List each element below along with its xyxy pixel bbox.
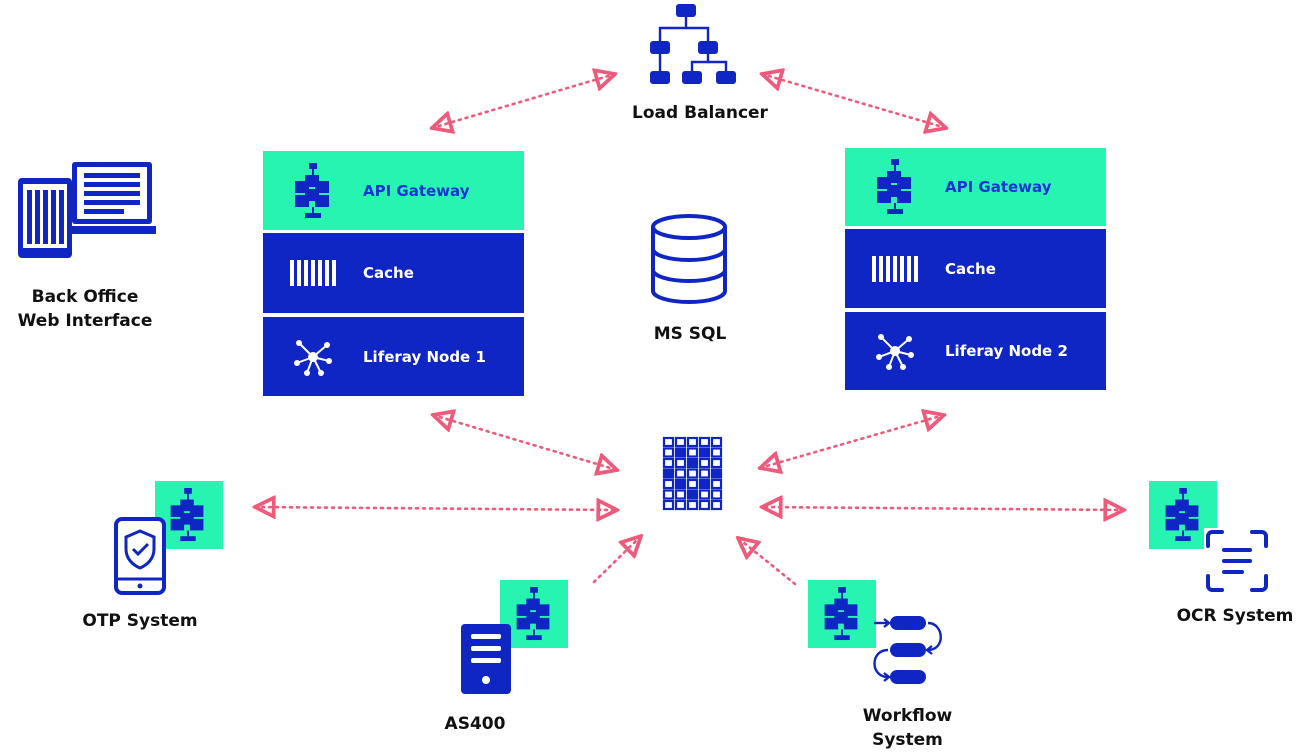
back-office-label: Back Office Web Interface (0, 285, 170, 333)
grid-cell (698, 468, 711, 479)
grid-cell (662, 457, 675, 469)
cache-icon (290, 260, 336, 286)
hierarchy-icon (650, 4, 736, 84)
grid-cell (674, 457, 687, 469)
workflow-system-label: Workflow System (840, 704, 975, 752)
workflow-icon (873, 616, 942, 684)
liferay-node-layer: Liferay Node 1 (263, 317, 524, 396)
api-gateway-label: API Gateway (945, 178, 1052, 196)
cube-cluster-icon (1165, 488, 1199, 542)
as400-label: AS400 (444, 714, 506, 734)
liferay-node-layer: Liferay Node 2 (845, 312, 1106, 390)
otp-system-label: OTP System (82, 611, 198, 631)
cache-icon (872, 255, 918, 282)
grid-cell (674, 436, 687, 448)
grid-cell (686, 436, 699, 448)
grid-cell (698, 457, 711, 469)
grid-cell (662, 468, 675, 479)
grid-cell (674, 478, 687, 490)
grid-cell (674, 489, 687, 500)
grid-cell (710, 447, 723, 458)
ms-sql-label: MS SQL (653, 324, 727, 344)
grid-cell (686, 478, 699, 490)
grid-cell (674, 447, 687, 458)
back-office-line1: Back Office (31, 287, 139, 307)
grid-cell (662, 447, 675, 458)
grid-cell (662, 436, 675, 448)
load-balancer-label: Load Balancer (632, 103, 768, 123)
liferay-node-label: Liferay Node 1 (363, 347, 486, 366)
cube-cluster-icon (516, 587, 550, 641)
link-workflow-hub (738, 538, 797, 586)
link-as400-hub (592, 536, 641, 584)
grid-cell (662, 489, 675, 500)
grid-cell (710, 457, 723, 469)
grid-cell (710, 468, 723, 479)
ocr-system-label: OCR System (1176, 606, 1294, 626)
grid-cell (686, 468, 699, 479)
network-node-icon (294, 339, 332, 376)
api-gateway-layer: API Gateway (263, 151, 524, 230)
api-gateway-layer: API Gateway (845, 148, 1106, 226)
grid-cell (674, 499, 687, 511)
grid-cell (662, 499, 675, 511)
server-icon (461, 624, 511, 694)
liferay-node-1-stack: API Gateway Cache Liferay Node 1 (263, 151, 524, 396)
cube-cluster-icon (295, 162, 329, 218)
grid-cell (698, 499, 711, 511)
link-node1-hub (433, 415, 617, 470)
grid-cell (698, 478, 711, 490)
back-office-line2: Web Interface (17, 311, 153, 331)
grid-cell (686, 499, 699, 511)
grid-cell (698, 489, 711, 500)
grid-cell (710, 436, 723, 448)
database-icon (651, 214, 727, 305)
link-lb-node2 (762, 74, 946, 128)
liferay-node-label: Liferay Node 2 (945, 342, 1068, 360)
tablet-laptop-icon (18, 162, 156, 258)
workflow-line2: System (872, 730, 943, 750)
grid-cell (710, 478, 723, 490)
cube-cluster-icon (170, 488, 204, 542)
cube-cluster-icon (877, 159, 911, 214)
shield-phone-icon (114, 517, 166, 595)
grid-cell (698, 447, 711, 458)
grid-cell (686, 489, 699, 500)
cache-label: Cache (945, 259, 996, 278)
cube-cluster-icon (824, 587, 858, 641)
liferay-node-2-stack: API Gateway Cache Liferay Node 2 (845, 148, 1106, 390)
grid-cell (662, 478, 675, 490)
grid-cell (686, 457, 699, 469)
api-gateway-label: API Gateway (363, 181, 470, 200)
workflow-line1: Workflow (862, 706, 953, 726)
network-node-icon (876, 334, 914, 370)
grid-cell (686, 447, 699, 458)
grid-cell (674, 468, 687, 479)
grid-icon (662, 436, 723, 511)
cache-layer: Cache (263, 233, 524, 313)
scan-icon (1204, 528, 1270, 594)
grid-cell (698, 436, 711, 448)
link-ocr-hub (762, 507, 1124, 510)
cache-label: Cache (363, 264, 414, 282)
link-node2-hub (760, 415, 944, 468)
grid-cell (710, 489, 723, 500)
grid-cell (710, 499, 723, 511)
link-lb-node1 (432, 74, 615, 128)
cache-layer: Cache (845, 229, 1106, 308)
link-otp-hub (255, 507, 617, 510)
